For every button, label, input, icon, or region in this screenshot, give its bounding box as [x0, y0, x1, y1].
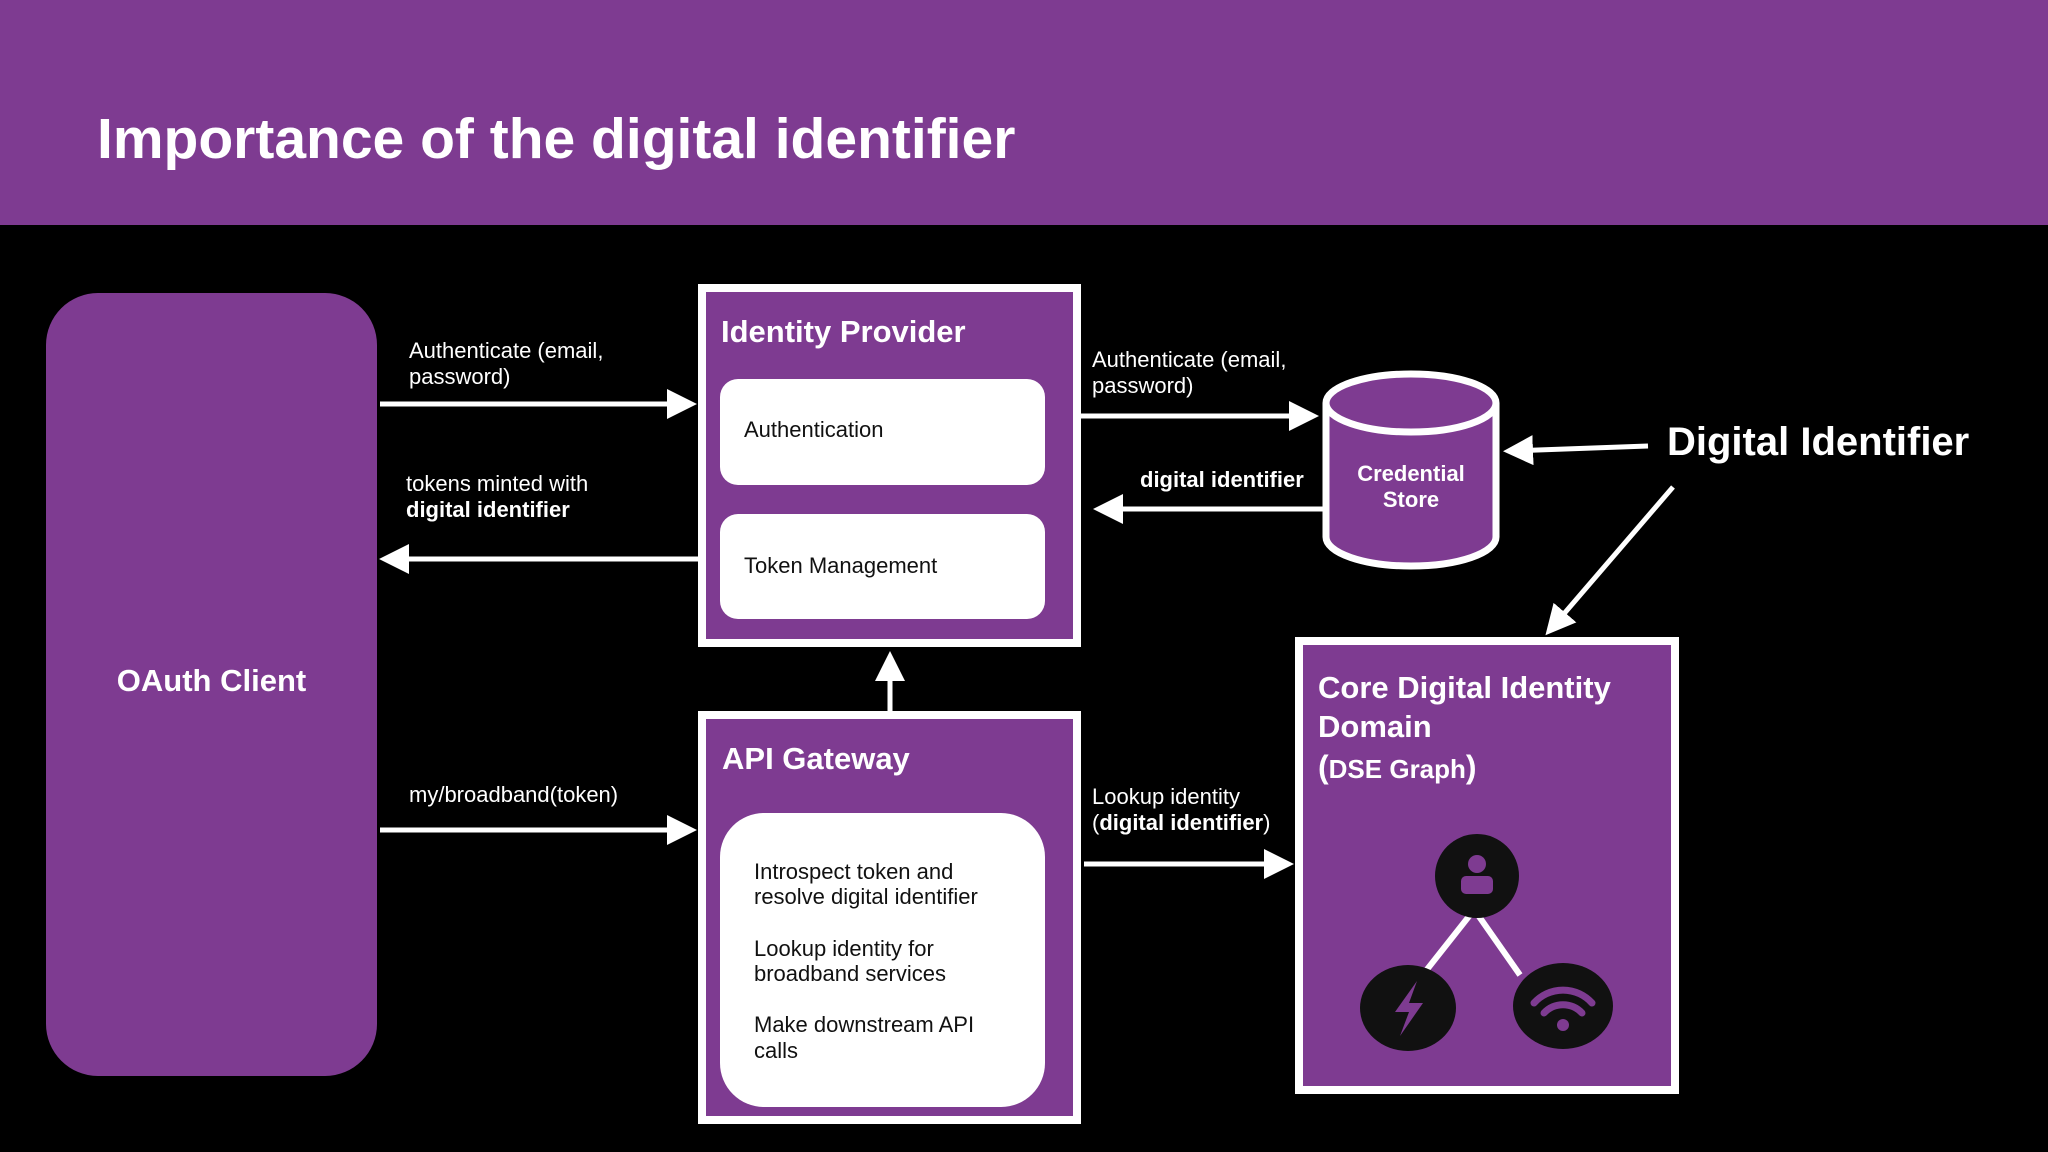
- paren-open: (: [1092, 810, 1100, 835]
- credential-store-node: Credential Store: [1322, 370, 1500, 570]
- authentication-label: Authentication: [744, 417, 884, 442]
- task-line: Introspect token and: [754, 859, 954, 884]
- credential-store-label-line2: Store: [1383, 487, 1439, 512]
- dse-graph-label: DSE Graph: [1328, 754, 1466, 784]
- oauth-client-label: OAuth Client: [116, 663, 307, 698]
- wifi-icon: [1513, 963, 1613, 1049]
- api-gateway-tasks-box: Introspect token and resolve digital ide…: [720, 813, 1045, 1107]
- paren-close: ): [1263, 810, 1271, 835]
- arrow-callout-to-store: [1503, 435, 1649, 466]
- arrow-callout-to-core: [1545, 485, 1675, 636]
- core-domain-title-line2: Domain: [1318, 709, 1432, 744]
- task-line: resolve digital identifier: [754, 884, 978, 909]
- lightning-icon: [1360, 965, 1456, 1051]
- paren-close: ): [1465, 749, 1477, 785]
- slide-header: Importance of the digital identifier: [0, 0, 2048, 225]
- edge-label-line: digital identifier: [406, 497, 570, 522]
- edge-label-line: tokens minted with: [406, 471, 589, 496]
- task-line: calls: [754, 1038, 799, 1063]
- edge-label-digital-identifier-return: digital identifier: [1140, 467, 1304, 492]
- slide-title: Importance of the digital identifier: [97, 107, 1016, 171]
- core-domain-subtitle: (DSE Graph): [1318, 749, 1477, 786]
- edge-label-line: Authenticate (email,: [409, 338, 604, 363]
- bold-digital-identifier: digital identifier: [1099, 810, 1264, 835]
- identity-provider-node: Identity Provider Authentication Token M…: [698, 284, 1081, 647]
- task-line: Make downstream API: [754, 1012, 975, 1037]
- oauth-client-node: OAuth Client: [46, 293, 377, 1076]
- edge-label-line: (digital identifier): [1092, 810, 1270, 836]
- token-management-label: Token Management: [744, 553, 938, 578]
- credential-store-label-line1: Credential: [1357, 461, 1465, 486]
- edge-label-broadband: my/broadband(token): [409, 782, 619, 807]
- graph-edge: [1422, 913, 1473, 974]
- token-management-box: Token Management: [720, 514, 1045, 619]
- edge-label-authenticate-store: Authenticate (email, password): [1092, 347, 1286, 399]
- api-gateway-node: API Gateway Introspect token and resolve…: [698, 711, 1081, 1124]
- edge-label-line: Authenticate (email,: [1092, 347, 1287, 372]
- edge-label-line: Lookup identity: [1092, 784, 1240, 809]
- edge-label-line: password): [409, 364, 511, 389]
- edge-label-line: password): [1092, 373, 1194, 398]
- task-line: broadband services: [754, 961, 947, 986]
- digital-identifier-callout: Digital Identifier: [1667, 420, 1970, 464]
- edge-label-authenticate-client: Authenticate (email, password): [409, 338, 603, 390]
- paren-open: (: [1318, 749, 1329, 785]
- authentication-box: Authentication: [720, 379, 1045, 485]
- person-icon: [1435, 834, 1519, 918]
- task-line: Lookup identity for: [754, 936, 934, 961]
- graph-edge: [1475, 913, 1523, 977]
- edge-label-lookup-identity: Lookup identity (digital identifier): [1092, 784, 1270, 836]
- identity-provider-title: Identity Provider: [721, 314, 966, 349]
- api-gateway-title: API Gateway: [722, 741, 910, 776]
- core-domain-title-line1: Core Digital Identity: [1318, 670, 1611, 705]
- edge-label-tokens: tokens minted with digital identifier: [406, 471, 588, 523]
